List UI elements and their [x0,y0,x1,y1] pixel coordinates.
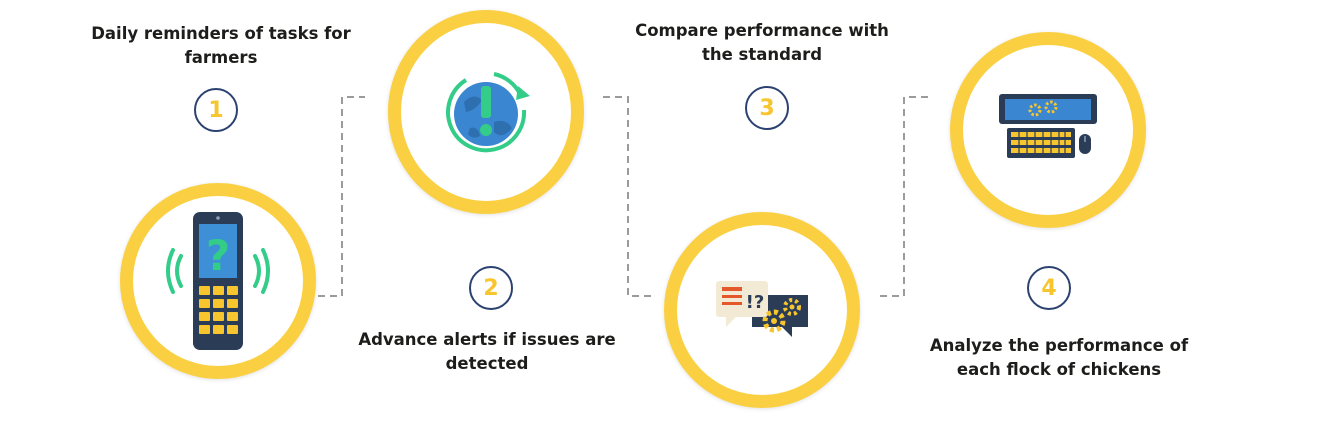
step-3-caption: Compare performance with the standard [635,21,889,64]
step-2-caption: Advance alerts if issues are detected [358,330,616,373]
step-4-caption: Analyze the performance of each flock of… [929,336,1189,379]
step-4-number: 4 [1027,266,1071,310]
computer-gears-icon [999,94,1097,158]
step-4-circle [950,32,1146,228]
svg-text:?: ? [206,231,230,280]
chat-gears-icon: !? [716,281,808,337]
connector-1-2 [318,96,365,297]
step-1-caption: Daily reminders of tasks for farmers [91,24,351,67]
step-3-circle: !? [664,212,860,408]
connector-2-3 [603,96,652,297]
step-3-number: 3 [745,86,789,130]
step-1-circle: ? [120,183,316,379]
step-2-number: 2 [469,266,513,310]
connector-3-4 [880,96,928,297]
globe-alert-icon [446,72,530,153]
svg-text:!?: !? [746,292,765,313]
phone-question-icon: ? [166,212,270,350]
step-1-number: 1 [194,88,238,132]
step-2-circle [388,10,584,214]
